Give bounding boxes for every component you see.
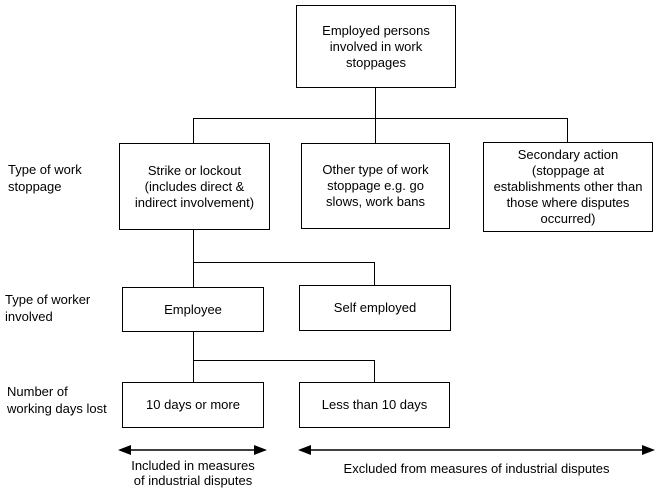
connector-line: [374, 361, 375, 382]
legend-excluded-label: Excluded from measures of industrial dis…: [300, 461, 653, 476]
node-self-employed: Self employed: [299, 285, 451, 331]
row-label-line: stoppage: [8, 179, 62, 194]
arrowhead-right-icon: [642, 445, 655, 455]
connector-line: [193, 262, 375, 263]
legend-label-line: Included in measures: [131, 458, 255, 473]
node-secondary-action: Secondary action (stoppage at establishm…: [483, 142, 653, 232]
row-label-line: working days lost: [7, 401, 107, 416]
row-label-line: Type of worker: [5, 292, 91, 307]
row-label-type-of-work-stoppage: Type of work stoppage: [8, 161, 82, 195]
connector-line: [193, 118, 568, 119]
node-other-type-of-work-stoppage: Other type of work stoppage e.g. go slow…: [301, 143, 450, 229]
included-range-double-arrow: [118, 445, 267, 455]
connector-line: [193, 229, 194, 288]
legend-label-line: of industrial disputes: [133, 473, 253, 488]
legend-included-label: Included in measures of industrial dispu…: [112, 458, 274, 488]
node-less-than-10-days: Less than 10 days: [299, 382, 450, 428]
connector-line: [193, 360, 375, 361]
row-label-line: involved: [5, 309, 53, 324]
connector-line: [374, 263, 375, 285]
connector-line: [375, 119, 376, 143]
node-employed-persons: Employed persons involved in work stoppa…: [296, 5, 456, 88]
node-strike-or-lockout: Strike or lockout (includes direct & ind…: [119, 143, 270, 230]
row-label-line: Number of: [7, 384, 68, 399]
node-employee: Employee: [122, 287, 264, 332]
legend-label-line: Excluded from measures of industrial dis…: [343, 461, 610, 476]
arrowhead-left-icon: [118, 445, 131, 455]
connector-line: [375, 88, 376, 119]
excluded-range-double-arrow: [298, 445, 655, 455]
arrowhead-left-icon: [298, 445, 311, 455]
row-label-type-of-worker-involved: Type of worker involved: [5, 291, 90, 325]
node-10-days-or-more: 10 days or more: [122, 382, 264, 428]
row-label-line: Type of work: [8, 162, 82, 177]
row-label-number-of-working-days-lost: Number of working days lost: [7, 383, 107, 417]
arrowhead-right-icon: [254, 445, 267, 455]
connector-line: [567, 119, 568, 142]
connector-line: [193, 332, 194, 382]
connector-line: [193, 119, 194, 143]
